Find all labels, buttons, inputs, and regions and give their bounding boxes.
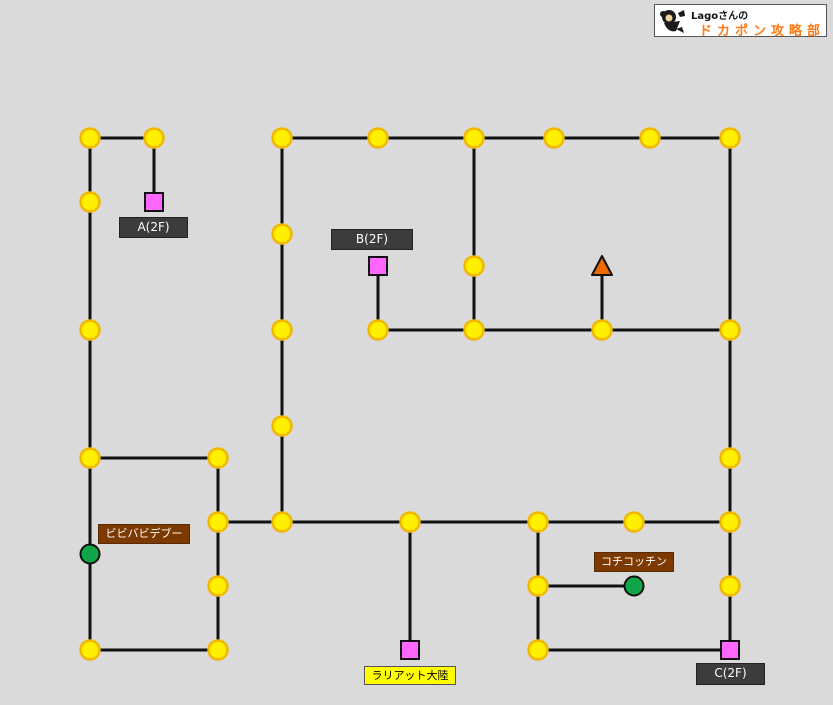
space bbox=[79, 639, 101, 661]
space bbox=[463, 255, 485, 277]
orange-triangle-icon bbox=[591, 255, 613, 276]
label-rariatto: ラリアット大陸 bbox=[364, 666, 456, 685]
space bbox=[271, 223, 293, 245]
space bbox=[719, 319, 741, 341]
space bbox=[271, 415, 293, 437]
label-c2f: C(2F) bbox=[696, 663, 765, 685]
warp-square-icon bbox=[144, 192, 164, 212]
space bbox=[79, 319, 101, 341]
space bbox=[591, 319, 613, 341]
space bbox=[543, 127, 565, 149]
space bbox=[719, 127, 741, 149]
green-circle-icon bbox=[79, 543, 101, 565]
space bbox=[79, 447, 101, 469]
logo-title-text: ドカポン攻略部 bbox=[699, 24, 826, 39]
warp-square-icon bbox=[720, 640, 740, 660]
space bbox=[719, 511, 741, 533]
space bbox=[399, 511, 421, 533]
space bbox=[527, 639, 549, 661]
space bbox=[207, 511, 229, 533]
space bbox=[79, 191, 101, 213]
space bbox=[143, 127, 165, 149]
space bbox=[367, 127, 389, 149]
label-b2f: B(2F) bbox=[331, 229, 413, 250]
space bbox=[207, 639, 229, 661]
space bbox=[207, 575, 229, 597]
space bbox=[271, 319, 293, 341]
spaces bbox=[79, 127, 741, 661]
space bbox=[463, 127, 485, 149]
npc-circles bbox=[79, 543, 645, 597]
space bbox=[79, 127, 101, 149]
space bbox=[623, 511, 645, 533]
space bbox=[463, 319, 485, 341]
path-lines bbox=[88, 136, 732, 652]
label-a2f: A(2F) bbox=[119, 217, 188, 238]
space bbox=[719, 575, 741, 597]
label-bibibabidebu: ビビバビデブー bbox=[98, 524, 190, 544]
label-kochikocchin: コチコッチン bbox=[594, 552, 674, 572]
space bbox=[527, 511, 549, 533]
space bbox=[719, 447, 741, 469]
logo-owner-text: Lagoさんの bbox=[691, 11, 749, 22]
monkey-logo-icon bbox=[660, 10, 685, 33]
space bbox=[207, 447, 229, 469]
space bbox=[367, 319, 389, 341]
space bbox=[527, 575, 549, 597]
green-circle-icon bbox=[623, 575, 645, 597]
site-logo: Lagoさんの ドカポン攻略部 bbox=[654, 4, 827, 39]
warp-square-icon bbox=[368, 256, 388, 276]
space bbox=[639, 127, 661, 149]
warp-squares bbox=[144, 192, 740, 660]
warp-square-icon bbox=[400, 640, 420, 660]
space bbox=[271, 511, 293, 533]
space bbox=[271, 127, 293, 149]
